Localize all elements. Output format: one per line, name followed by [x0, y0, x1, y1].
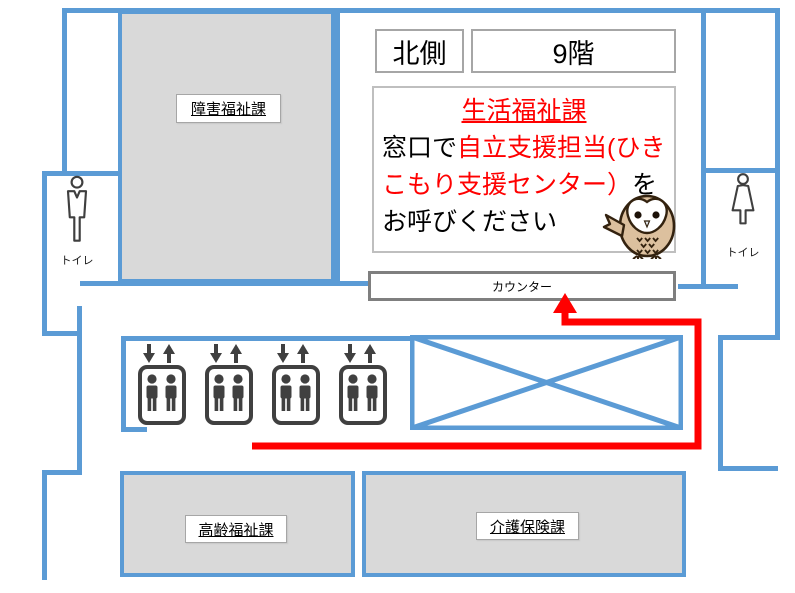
- elevator-icon: [205, 344, 253, 425]
- elevator-icon: [138, 344, 186, 425]
- floor-number-plate: 9階: [471, 29, 676, 73]
- wall-toilet-right-left: [701, 8, 706, 289]
- info-title: 生活福祉課: [461, 97, 587, 125]
- wall-left-jog-top: [42, 331, 82, 336]
- info-body-red-2: きこもり支援センター）: [382, 134, 666, 199]
- wall-elevator-hall-stub: [121, 427, 147, 432]
- wall-corridor-left: [80, 281, 368, 286]
- wall-corridor-right: [678, 284, 738, 289]
- toilet-left-label: トイレ: [60, 255, 94, 267]
- room-label-disability-welfare: 障害福祉課: [176, 94, 281, 123]
- wall-elevator-hall-top: [121, 336, 413, 341]
- wall-room-right: [335, 8, 340, 286]
- elevator-icon: [272, 344, 320, 425]
- crossed-out-area-icon: [410, 335, 683, 430]
- elevator-icon: [339, 344, 387, 425]
- wall-left-jog-bottom: [42, 470, 82, 475]
- wall-toilet-right-divider: [701, 168, 780, 173]
- info-body-red-1: 自立支援担当(ひ: [457, 134, 641, 162]
- wall-elevator-hall-left: [121, 336, 126, 432]
- room-label-care-insurance: 介護保険課: [476, 512, 579, 540]
- north-side-label: 北側: [392, 38, 447, 69]
- wall-left-mid: [42, 171, 47, 336]
- room-label-text: 高齢福祉課: [198, 521, 274, 539]
- toilet-left: トイレ: [57, 175, 97, 268]
- wall-right-jog-top: [718, 335, 780, 340]
- toilet-right: トイレ: [723, 173, 763, 260]
- man-pictogram-icon: [66, 175, 88, 242]
- wall-left-upper: [62, 8, 67, 176]
- wall-right-jog-bottom: [718, 466, 778, 471]
- info-body: 窓口で自立支援担当(ひきこもり支援センター）をお呼びください: [382, 130, 666, 241]
- north-side-plate: 北側: [375, 29, 464, 73]
- room-label-text: 介護保険課: [489, 518, 565, 536]
- info-body-black-1: 窓口で: [382, 134, 458, 162]
- info-body-black-2: をお呼びください: [382, 171, 658, 236]
- wall-right-upper: [775, 8, 780, 340]
- elevator-bank: [136, 342, 389, 426]
- wall-left-inner: [77, 306, 82, 475]
- toilet-right-label: トイレ: [726, 247, 760, 259]
- wall-toilet-left-top: [42, 171, 120, 176]
- owl-mascot-icon: [602, 194, 676, 259]
- room-label-elderly-welfare: 高齢福祉課: [185, 515, 287, 543]
- wall-top: [62, 8, 780, 13]
- room-disability-welfare: [118, 10, 335, 283]
- wall-right-inner: [718, 335, 723, 471]
- wall-left-lower: [42, 470, 47, 580]
- counter: カウンター: [368, 271, 676, 301]
- floor-number-label: 9階: [552, 38, 595, 69]
- room-elderly-welfare: [120, 471, 355, 577]
- woman-pictogram-icon: [731, 173, 755, 225]
- counter-label: カウンター: [491, 279, 552, 294]
- room-label-text: 障害福祉課: [190, 101, 266, 118]
